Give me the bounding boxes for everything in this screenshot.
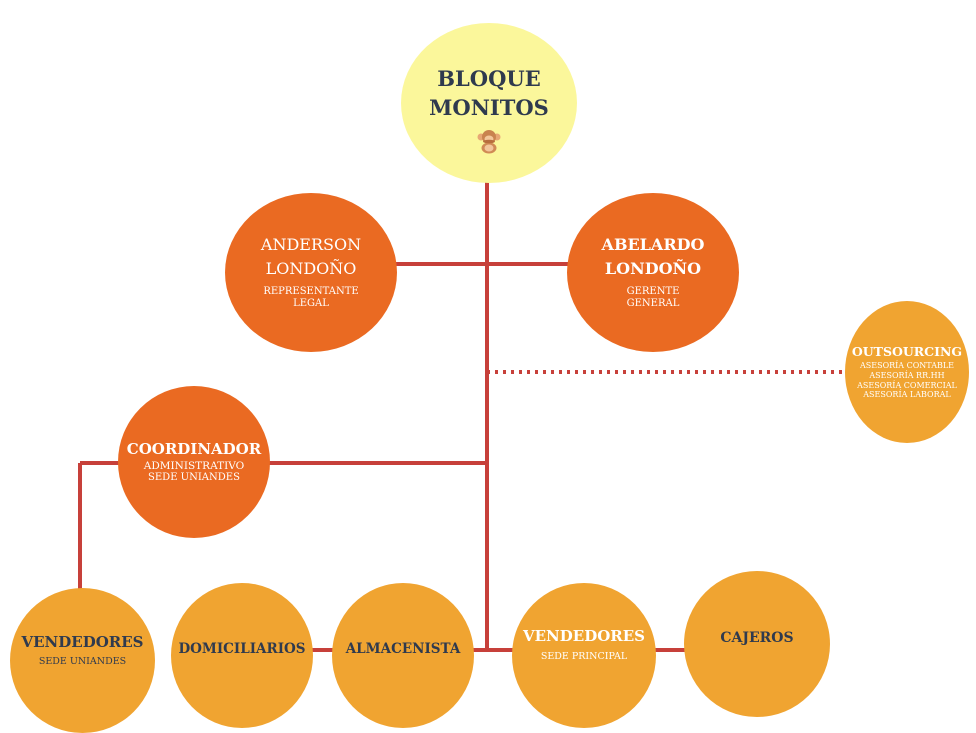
representante-legal-node: ANDERSON LONDOÑO REPRESENTANTE LEGAL [225, 193, 397, 352]
coordinador-line3: SEDE UNIANDES [148, 472, 240, 484]
vendedores-uniandes-node: VENDEDORES SEDE UNIANDES [10, 588, 155, 733]
root-title-line1: BLOQUE [437, 66, 541, 92]
gerente-general-node: ABELARDO LONDOÑO GERENTE GENERAL [567, 193, 739, 352]
representante-role-line2: LEGAL [293, 297, 329, 309]
gerente-role-line2: GENERAL [626, 297, 680, 309]
vendedores-uniandes-title: VENDEDORES [21, 633, 144, 652]
gerente-role-line1: GERENTE [626, 285, 680, 297]
representante-name-line1: ANDERSON [260, 235, 362, 255]
outsourcing-item: ASESORÍA RR.HH [869, 370, 945, 380]
gerente-name-line2: LONDOÑO [604, 258, 702, 278]
monkey-icon [476, 128, 502, 158]
coordinador-node: COORDINADOR ADMINISTRATIVO SEDE UNIANDES [118, 386, 270, 538]
coordinador-title: COORDINADOR [126, 439, 262, 458]
vendedores-uniandes-subtitle: SEDE UNIANDES [38, 656, 127, 668]
gerente-name-line1: ABELARDO [601, 235, 705, 255]
cajeros-title: CAJEROS [720, 629, 794, 646]
outsourcing-node: OUTSOURCING ASESORÍA CONTABLE ASESORÍA R… [845, 301, 969, 443]
root-node: BLOQUE MONITOS [401, 23, 577, 183]
representante-role-line1: REPRESENTANTE [263, 285, 359, 297]
vendedores-principal-subtitle: SEDE PRINCIPAL [540, 650, 628, 662]
cajeros-node: CAJEROS [684, 571, 830, 717]
outsourcing-item: ASESORÍA LABORAL [863, 390, 951, 400]
vendedores-principal-node: VENDEDORES SEDE PRINCIPAL [512, 583, 656, 728]
domiciliarios-title: DOMICILIARIOS [178, 641, 306, 658]
domiciliarios-node: DOMICILIARIOS [171, 583, 313, 728]
outsourcing-item: ASESORÍA CONTABLE [859, 361, 955, 371]
coordinador-line2: ADMINISTRATIVO [143, 459, 245, 472]
outsourcing-title: OUTSOURCING [851, 344, 963, 360]
almacenista-node: ALMACENISTA [332, 583, 474, 728]
almacenista-title: ALMACENISTA [345, 641, 461, 658]
root-title-line2: MONITOS [429, 94, 549, 120]
vendedores-principal-title: VENDEDORES [522, 626, 646, 645]
outsourcing-item: ASESORÍA COMERCIAL [857, 380, 957, 390]
representante-name-line2: LONDOÑO [265, 258, 357, 278]
